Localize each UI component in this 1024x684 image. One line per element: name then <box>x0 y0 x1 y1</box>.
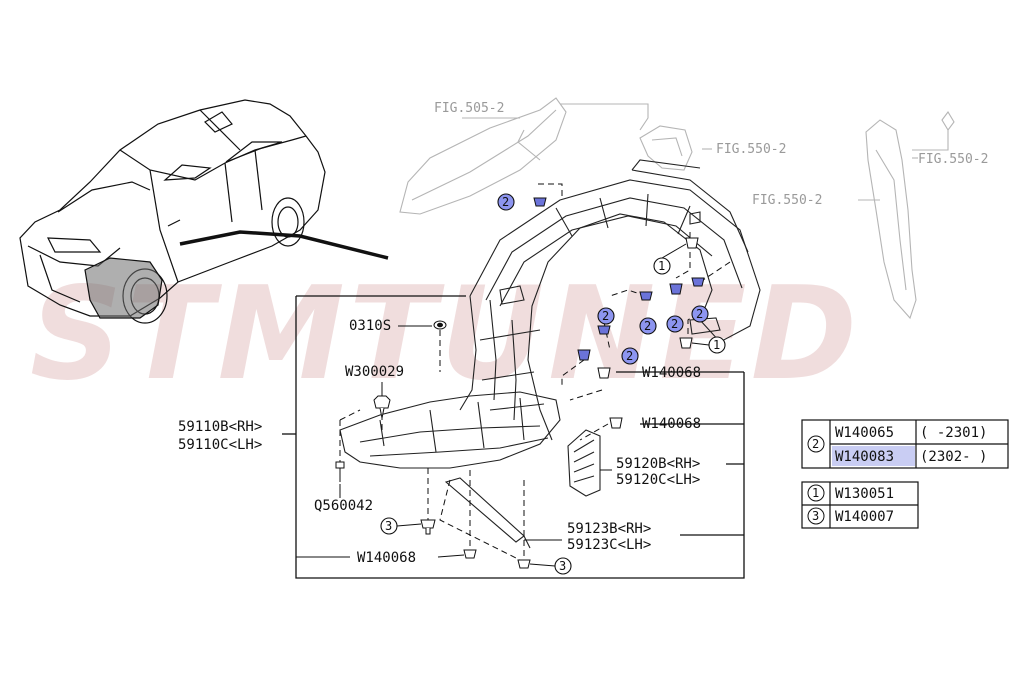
fig-ref-550-2-b[interactable]: FIG.550-2 <box>752 193 822 208</box>
label-0310s[interactable]: 0310S <box>349 318 391 334</box>
label-w140068-upper[interactable]: W140068 <box>642 365 701 381</box>
watermark-text: STMTUNED <box>30 260 861 409</box>
legend-marker-1: 1 <box>807 484 825 502</box>
part-labels: 0310S W300029 59110B<RH> 59110C<LH> Q560… <box>178 318 701 566</box>
assembly-bracket <box>282 295 745 579</box>
blue-clip-1[interactable] <box>533 197 547 207</box>
callout-2-d[interactable]: 2 <box>666 315 684 333</box>
legend-part-w140083[interactable]: W140083 <box>835 449 894 465</box>
svg-text:3: 3 <box>559 559 566 573</box>
svg-text:2: 2 <box>671 317 678 331</box>
bolt-w140068-bottom[interactable] <box>463 549 477 559</box>
callouts: 2 2 2 2 2 2 1 1 3 3 <box>380 193 726 575</box>
svg-text:1: 1 <box>812 486 819 500</box>
callout-2-f[interactable]: 2 <box>621 347 639 365</box>
blue-clip-4[interactable] <box>691 277 705 287</box>
blue-clip-5[interactable] <box>597 325 611 335</box>
bolt-left-3[interactable] <box>420 519 436 535</box>
label-w140068-bottom[interactable]: W140068 <box>357 550 416 566</box>
fig-ref-505-2[interactable]: FIG.505-2 <box>434 101 504 116</box>
blue-clip-3[interactable] <box>669 283 683 295</box>
ghost-parts <box>399 97 955 320</box>
legend-marker-3: 3 <box>807 507 825 525</box>
bolt-bottom-3[interactable] <box>517 559 531 569</box>
callout-2-a[interactable]: 2 <box>497 193 515 211</box>
callout-1-a[interactable]: 1 <box>653 257 671 275</box>
svg-text:2: 2 <box>626 349 633 363</box>
clip-w300029[interactable] <box>373 395 391 419</box>
svg-text:2: 2 <box>696 307 703 321</box>
svg-text:3: 3 <box>385 519 392 533</box>
svg-text:2: 2 <box>644 319 651 333</box>
blue-clip-2[interactable] <box>639 291 653 301</box>
svg-text:2: 2 <box>502 195 509 209</box>
bolt-callout-1-right[interactable] <box>679 337 693 349</box>
label-59120b[interactable]: 59120B<RH> <box>616 456 700 472</box>
label-w300029[interactable]: W300029 <box>345 364 404 380</box>
fig-ref-550-2-a[interactable]: FIG.550-2 <box>716 142 786 157</box>
fig-ref-550-2-c[interactable]: FIG.550-2 <box>918 152 988 167</box>
svg-text:2: 2 <box>602 309 609 323</box>
callout-2-c[interactable]: 2 <box>639 317 657 335</box>
callout-1-b[interactable]: 1 <box>708 336 726 354</box>
label-59123b[interactable]: 59123B<RH> <box>567 521 651 537</box>
legend-range-w140083: (2302- ) <box>920 449 987 465</box>
bolt-w140068-upper[interactable] <box>597 367 611 379</box>
callout-3-a[interactable]: 3 <box>380 517 398 535</box>
highlight-w140083 <box>832 446 915 466</box>
callout-leaders <box>396 243 710 567</box>
car-illustration <box>19 99 389 324</box>
bolt-callout-1-top[interactable] <box>685 237 699 249</box>
fasteners <box>335 197 705 569</box>
svg-text:3: 3 <box>812 509 819 523</box>
callout-2-e[interactable]: 2 <box>691 305 709 323</box>
svg-text:1: 1 <box>658 259 665 273</box>
label-59110b[interactable]: 59110B<RH> <box>178 419 262 435</box>
callout-3-b[interactable]: 3 <box>554 557 572 575</box>
legend-text: 2 W140065 ( -2301) W140083 (2302- ) 1 W1… <box>807 425 987 525</box>
blue-clip-6[interactable] <box>577 349 591 361</box>
svg-text:1: 1 <box>713 338 720 352</box>
legend-part-w130051[interactable]: W130051 <box>835 486 894 502</box>
label-59120c[interactable]: 59120C<LH> <box>616 472 700 488</box>
legend-marker-2: 2 <box>807 435 825 453</box>
screw-q560042[interactable] <box>335 461 345 482</box>
label-59110c[interactable]: 59110C<LH> <box>178 437 262 453</box>
legend-part-w140007[interactable]: W140007 <box>835 509 894 525</box>
bolt-w140068-mid[interactable] <box>609 417 623 429</box>
callout-2-b[interactable]: 2 <box>597 307 615 325</box>
label-59123c[interactable]: 59123C<LH> <box>567 537 651 553</box>
label-q560042[interactable]: Q560042 <box>314 498 373 514</box>
svg-text:2: 2 <box>812 437 819 451</box>
label-w140068-mid[interactable]: W140068 <box>642 416 701 432</box>
watermark: STMTUNED <box>30 260 861 409</box>
clip-0310s[interactable] <box>433 320 447 330</box>
legend-range-w140065: ( -2301) <box>920 425 987 441</box>
legend-part-w140065[interactable]: W140065 <box>835 425 894 441</box>
fender-liner-drawing <box>339 159 761 549</box>
